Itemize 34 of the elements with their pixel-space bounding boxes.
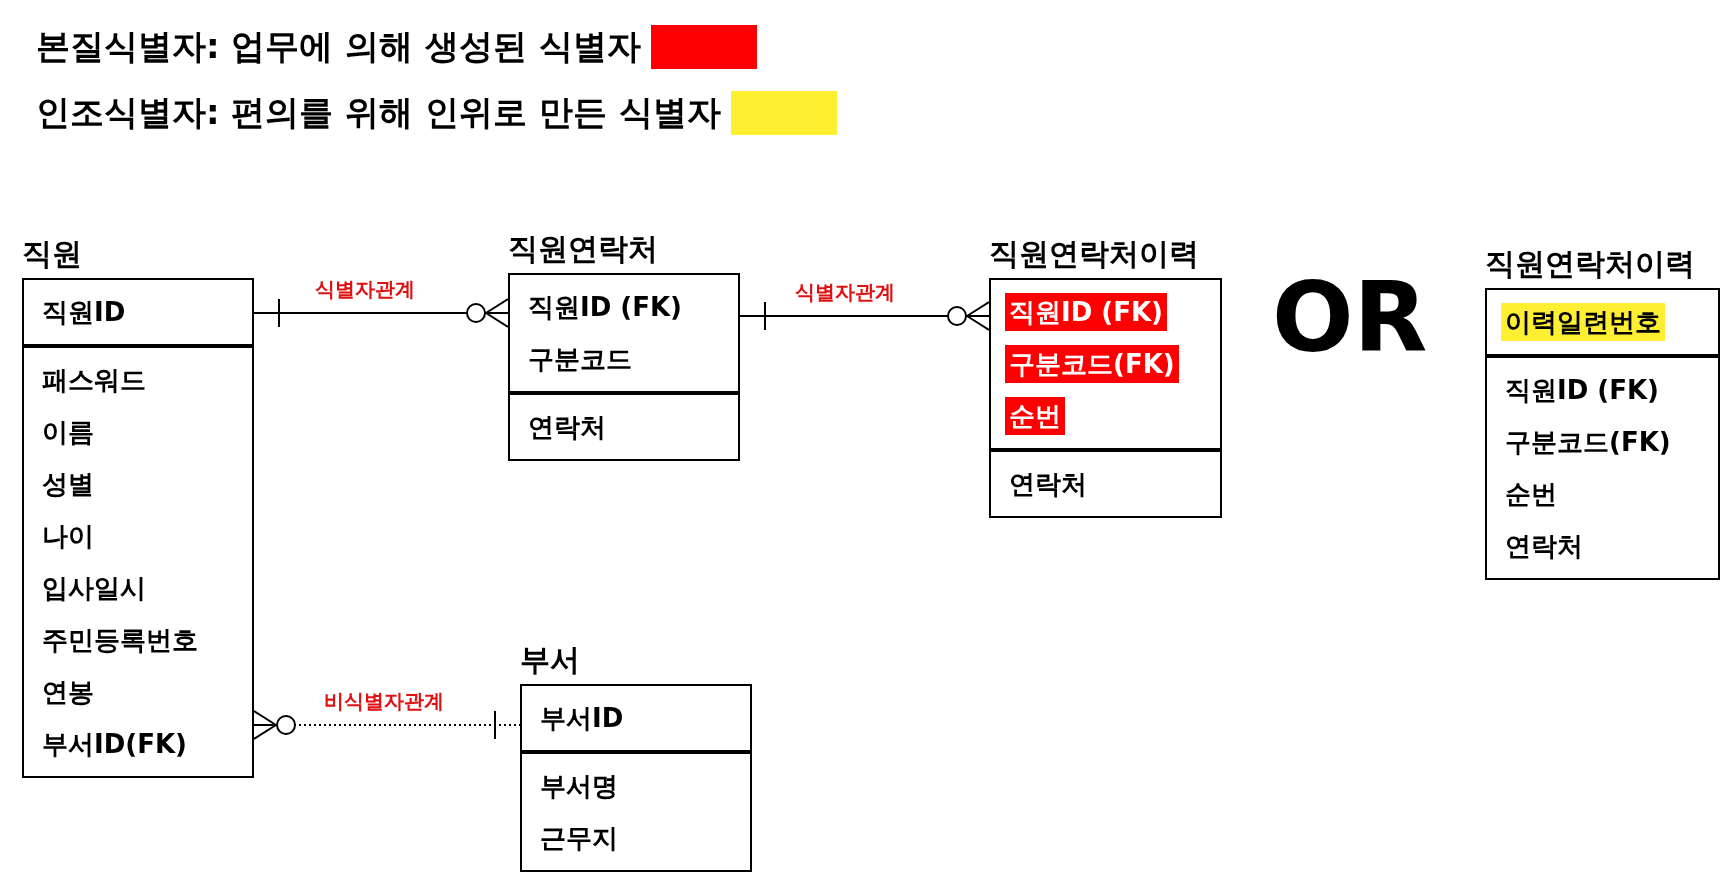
legend-text: 인조식별자: 편의를 위해 인위로 만든 식별자 (36, 91, 721, 134)
attribute-name: 순번 (1504, 478, 1558, 511)
or-label: OR (1272, 262, 1428, 374)
attribute-name: 부서명 (539, 770, 619, 803)
entity-name: 직원연락처이력 (1485, 245, 1696, 283)
attribute-name: 구분코드 (527, 343, 633, 376)
legend-text: 본질식별자: 업무에 의해 생성된 식별자 (36, 25, 641, 68)
attribute-name: 구분코드(FK) (1504, 426, 1672, 459)
relationship-line (253, 298, 509, 328)
entity-name: 직원연락처 (508, 230, 659, 268)
attribute-name: 나이 (41, 520, 95, 553)
attribute-name: 부서ID(FK) (41, 728, 188, 761)
attribute-name: 연락처 (1504, 530, 1584, 563)
attribute-name: 근무지 (539, 822, 619, 855)
attribute-name: 연락처 (527, 411, 607, 444)
attribute-name: 주민등록번호 (41, 624, 199, 657)
attribute-name: 패스워드 (41, 364, 147, 397)
attribute-name: 이력일련번호 (1501, 303, 1665, 341)
attribute-name: 입사일시 (41, 572, 147, 605)
attribute-name: 직원ID (FK) (1005, 293, 1167, 331)
attribute-name: 구분코드(FK) (1005, 345, 1179, 383)
relationship-line (739, 301, 990, 331)
entity-name: 직원연락처이력 (989, 235, 1200, 273)
attribute-name: 직원ID (FK) (1504, 374, 1660, 407)
entity-name: 부서 (520, 641, 581, 679)
attribute-name: 순번 (1005, 397, 1065, 435)
attribute-name: 직원ID (FK) (527, 291, 683, 324)
attribute-name: 부서ID (539, 702, 625, 735)
attribute-name: 직원ID (41, 296, 127, 329)
attribute-name: 이름 (41, 416, 95, 449)
attribute-name: 연락처 (1008, 468, 1088, 501)
entity-name: 직원 (22, 235, 83, 273)
attribute-name: 성별 (41, 468, 95, 501)
attribute-name: 연봉 (41, 676, 95, 709)
